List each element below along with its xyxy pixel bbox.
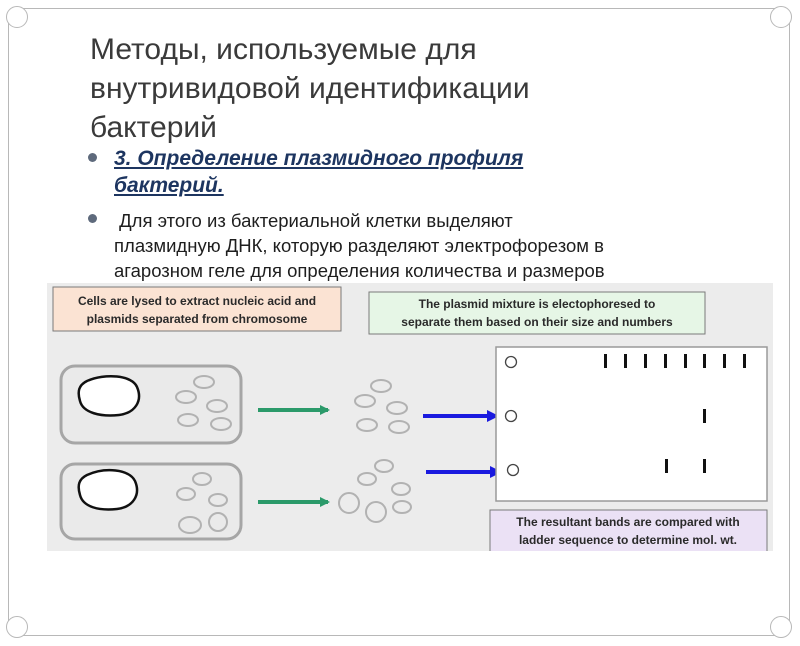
plasmid-icon	[356, 418, 378, 432]
plasmid-icon	[177, 413, 199, 427]
result-box-line: The resultant bands are compared with	[516, 515, 739, 529]
chromosome-icon	[77, 374, 141, 417]
gel-well-icon	[506, 463, 520, 477]
gel-band	[723, 354, 726, 368]
plasmid-icon	[192, 472, 212, 486]
plasmid-icon	[176, 487, 196, 501]
bullet-body-line: агарозном геле для определения количеств…	[114, 260, 605, 281]
gel-band	[665, 459, 668, 473]
electrophoresis-box-line: The plasmid mixture is electophoresed to	[419, 297, 656, 311]
bullet-heading-text: 3. Определение плазмидного профиля бакте…	[114, 145, 734, 199]
plasmid-icon	[208, 512, 228, 532]
title-line: бактерий	[90, 111, 217, 144]
gel-well-icon	[504, 409, 518, 423]
gel-band	[703, 354, 706, 368]
sample-lane-2	[665, 459, 706, 473]
sample-lane-1	[703, 409, 706, 423]
slide-title: Методы, используемые для внутривидовой и…	[90, 30, 710, 147]
plasmid-profile-figure: Cells are lysed to extract nucleic acid …	[47, 283, 773, 551]
gel-well-icon	[504, 355, 518, 369]
plasmid-icon	[357, 472, 377, 486]
bullet-heading-line: 3. Определение плазмидного профиля	[114, 147, 524, 170]
plasmid-icon	[208, 493, 228, 507]
gel-band	[703, 409, 706, 423]
plasmid-icon	[210, 417, 232, 431]
agarose-gel	[495, 346, 768, 502]
result-box-line: ladder sequence to determine mol. wt.	[519, 533, 737, 547]
bullet-heading-line: бактерий.	[114, 174, 224, 197]
plasmid-icon	[374, 459, 394, 473]
gel-band	[604, 354, 607, 368]
gel-band	[624, 354, 627, 368]
plasmid-icon	[365, 501, 387, 523]
extracted-plasmids-2	[338, 459, 412, 523]
lysis-box: Cells are lysed to extract nucleic acid …	[52, 286, 342, 332]
electrophoresis-box: The plasmid mixture is electophoresed to…	[368, 291, 706, 335]
gel-band	[664, 354, 667, 368]
lysis-box-bg	[52, 286, 342, 332]
extracted-plasmids-1	[354, 379, 410, 434]
plasmid-icon	[370, 379, 392, 393]
plasmid-group	[176, 472, 228, 534]
result-box-bg	[489, 509, 768, 551]
plasmid-icon	[388, 420, 410, 434]
plasmid-icon	[178, 516, 202, 534]
bullet-body-line: плазмидную ДНК, которую разделяют электр…	[114, 235, 604, 256]
plasmid-icon	[338, 492, 360, 514]
gel-band	[743, 354, 746, 368]
title-line: Методы, используемые для	[90, 33, 477, 66]
bullet-dot-icon	[88, 214, 97, 223]
gel-band	[684, 354, 687, 368]
chromosome-icon	[77, 468, 139, 511]
bacterial-cell-1	[59, 364, 243, 445]
lysis-box-line: Cells are lysed to extract nucleic acid …	[78, 294, 316, 308]
bacterial-cell-2	[59, 462, 243, 541]
plasmid-icon	[386, 401, 408, 415]
figure-diagram: Cells are lysed to extract nucleic acid …	[52, 286, 768, 551]
lysis-box-line: plasmids separated from chromosome	[87, 312, 308, 326]
bullet-dot-icon	[88, 153, 97, 162]
electrophoresis-box-line: separate them based on their size and nu…	[401, 315, 673, 329]
slide-corner	[6, 6, 28, 28]
plasmid-icon	[193, 375, 215, 389]
gel-band	[703, 459, 706, 473]
slide-corner	[6, 616, 28, 638]
slide-corner	[770, 6, 792, 28]
plasmid-icon	[206, 399, 228, 413]
plasmid-icon	[391, 482, 411, 496]
plasmid-icon	[175, 390, 197, 404]
plasmid-group	[175, 375, 232, 431]
plasmid-icon	[354, 394, 376, 408]
bullet-body-line: Для этого из бактериальной клетки выделя…	[114, 210, 513, 231]
result-box: The resultant bands are compared with la…	[489, 509, 768, 551]
gel-band	[644, 354, 647, 368]
title-line: внутривидовой идентификации	[90, 72, 530, 105]
electrophoresis-box-bg	[368, 291, 706, 335]
bullet-body-text: Для этого из бактериальной клетки выделя…	[114, 208, 754, 283]
plasmid-icon	[392, 500, 412, 514]
gel-plate	[495, 346, 768, 502]
ladder-lane	[604, 354, 746, 368]
slide-corner	[770, 616, 792, 638]
